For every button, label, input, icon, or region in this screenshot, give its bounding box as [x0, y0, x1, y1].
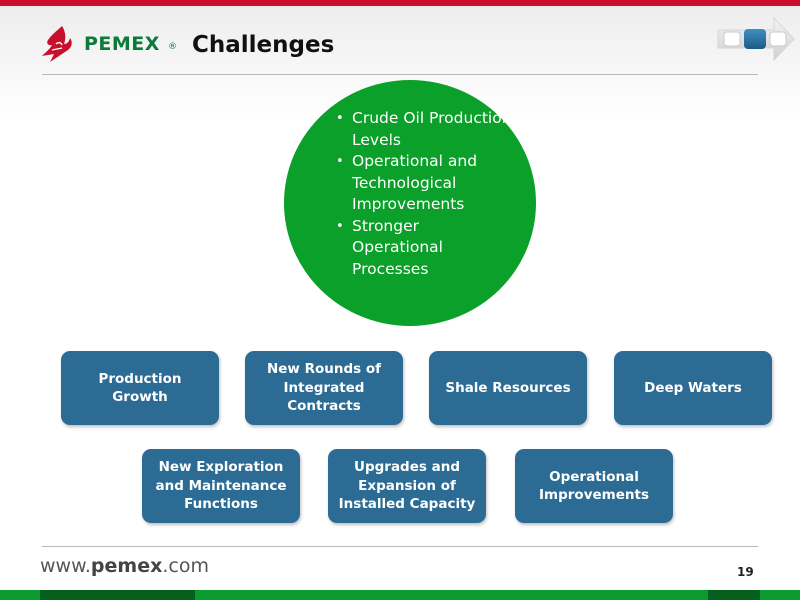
box-label: New Exploration and Maintenance Function… [155, 459, 287, 513]
url-prefix: www. [40, 555, 91, 577]
bullet-icon: • [336, 218, 344, 234]
box-new-exploration: New Exploration and Maintenance Function… [142, 449, 300, 523]
box-upgrades-expansion: Upgrades and Expansion of Installed Capa… [328, 449, 486, 523]
header-divider [42, 74, 758, 75]
box-shale-resources: Shale Resources [429, 351, 587, 425]
list-item: • Crude Oil Production Levels [334, 108, 514, 151]
bottom-bar-accent-right [708, 590, 760, 600]
list-item-text: Operational and Technological Improvemen… [352, 152, 478, 213]
box-label: Operational Improvements [539, 468, 649, 504]
url-suffix: .com [162, 555, 209, 577]
box-label: Deep Waters [644, 379, 742, 396]
bottom-green-bar [0, 590, 800, 600]
list-item: • Operational and Technological Improveme… [334, 151, 514, 216]
challenges-circle: • Crude Oil Production Levels • Operationa… [284, 80, 536, 326]
box-label: Production Growth [98, 370, 182, 406]
pemex-eagle-flame-icon [42, 26, 72, 62]
logo-wordmark: PEMEX [84, 33, 160, 55]
registered-mark: ® [168, 42, 177, 52]
page-number: 19 [737, 565, 754, 579]
list-item-text: Stronger Operational Processes [352, 216, 443, 278]
bullet-icon: • [336, 111, 344, 126]
pemex-logo: PEMEX ® [40, 24, 180, 64]
footer-url[interactable]: www.pemex.com [40, 555, 209, 577]
box-label: Shale Resources [445, 379, 571, 396]
list-item-text: Crude Oil Production Levels [352, 109, 512, 149]
challenges-list: • Crude Oil Production Levels • Operationa… [334, 108, 514, 280]
bottom-bar-accent-left [40, 590, 195, 600]
box-label: New Rounds of Integrated Contracts [266, 361, 382, 415]
url-brand: pemex [90, 555, 163, 577]
bullet-icon: • [336, 154, 344, 169]
box-deep-waters: Deep Waters [614, 351, 772, 425]
box-operational-improvements: Operational Improvements [515, 449, 673, 523]
list-item: • Stronger Operational Processes [334, 216, 514, 281]
box-label: Upgrades and Expansion of Installed Capa… [338, 459, 476, 513]
page-title: Challenges [192, 32, 335, 58]
box-new-rounds-contracts: New Rounds of Integrated Contracts [245, 351, 403, 425]
top-red-bar [0, 0, 800, 6]
slide-nav-icon[interactable] [716, 16, 796, 62]
footer-divider [42, 546, 758, 547]
box-production-growth: Production Growth [61, 351, 219, 425]
